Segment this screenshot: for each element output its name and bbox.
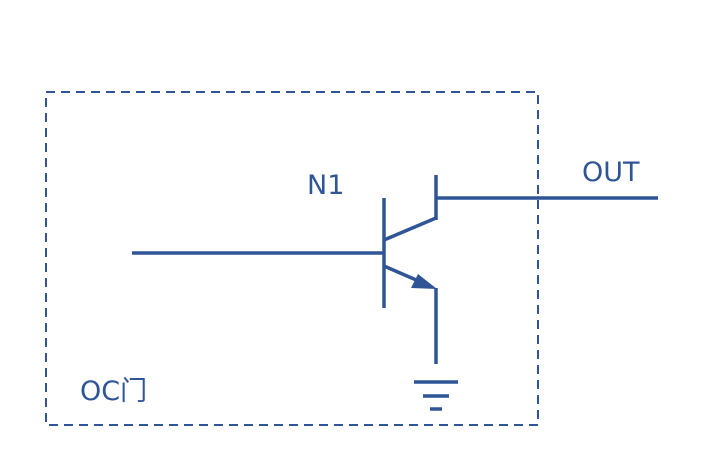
- transistor-label: N1: [307, 170, 344, 201]
- gate-boundary-box: [45, 91, 539, 426]
- emitter-arrow-icon: [411, 274, 437, 289]
- gate-type-label: OC门: [80, 376, 147, 407]
- ground-icon: [414, 380, 458, 411]
- transistor-collector-leg: [383, 216, 437, 242]
- output-label: OUT: [582, 157, 640, 188]
